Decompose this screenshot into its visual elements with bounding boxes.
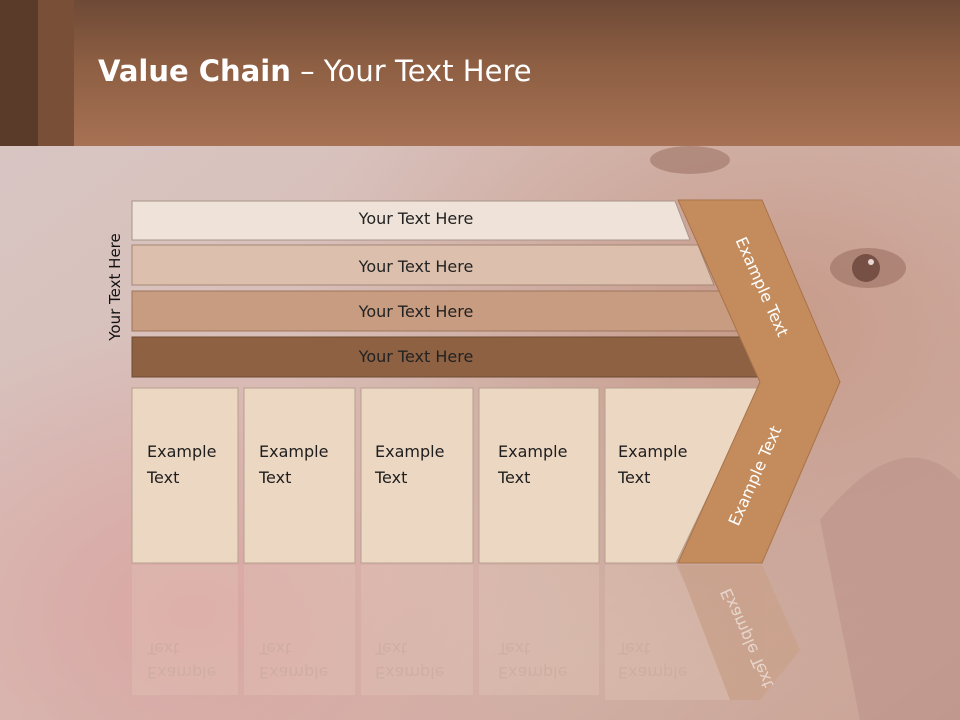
bar-1-label: Your Text Here: [358, 209, 474, 228]
column-2: [243, 387, 356, 564]
column-3-reflection: Example Text: [375, 639, 445, 682]
column-2-label: Example Text: [259, 442, 329, 487]
column-4-reflection: Example Text: [498, 639, 568, 682]
chevron-arrow: [677, 199, 841, 564]
bar-2-label: Your Text Here: [358, 257, 474, 276]
column-3-label: Example Text: [375, 442, 445, 487]
column-3: [360, 387, 474, 564]
bar-1: [131, 200, 691, 241]
reflection-group: [132, 565, 800, 700]
bar-4-label: Your Text Here: [358, 347, 474, 366]
bar-2: [131, 244, 715, 286]
column-1: [131, 387, 239, 564]
header-bar: [0, 0, 960, 146]
column-4-label: Example Text: [498, 442, 568, 487]
side-label: Your Text Here: [106, 233, 124, 341]
column-5-reflection: Example Text: [618, 639, 688, 682]
column-4: [478, 387, 600, 564]
column-5-label: Example Text: [618, 442, 688, 487]
bar-3-label: Your Text Here: [358, 302, 474, 321]
header-accent-left: [0, 0, 38, 146]
page-title: Value Chain – Your Text Here: [98, 54, 532, 88]
column-1-reflection: Example Text: [147, 639, 217, 682]
header-accent-right: [38, 0, 74, 146]
column-2-reflection: Example Text: [259, 639, 329, 682]
column-1-label: Example Text: [147, 442, 217, 487]
column-5: [604, 387, 761, 564]
